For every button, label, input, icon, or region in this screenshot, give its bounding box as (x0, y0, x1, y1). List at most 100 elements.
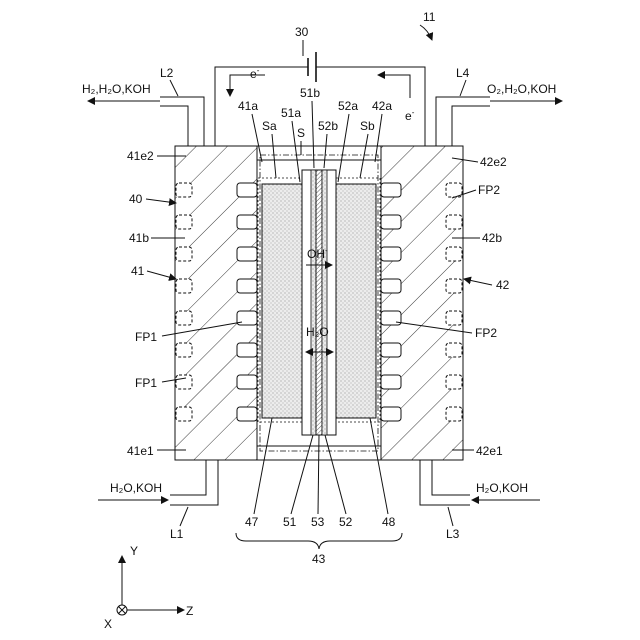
pipe-L2-inner (160, 97, 204, 146)
axis-x-label: X (104, 617, 112, 631)
L1-leader (180, 507, 188, 526)
catalyst-layer-51 (311, 170, 316, 435)
electron-label-right: e- (405, 108, 415, 123)
pipe-label-L3: L3 (446, 527, 460, 541)
label-FP2-a: FP2 (478, 183, 500, 197)
label-FP1-b: FP1 (135, 376, 157, 390)
frame-top-strip (257, 146, 381, 160)
axis-y-label: Y (130, 544, 138, 558)
label-41e1: 41e1 (127, 444, 154, 458)
label-42e2: 42e2 (480, 155, 507, 169)
label-Sa: Sa (262, 119, 277, 133)
pipe-label-L2: L2 (160, 66, 174, 80)
flow-path-slot (237, 375, 257, 389)
wire-right (316, 67, 425, 146)
flow-path-slot-hidden (446, 279, 462, 293)
flow-path-slot-hidden (176, 375, 192, 389)
label-41a: 41a (238, 99, 258, 113)
flow-path-slot-hidden (446, 407, 462, 421)
catalyst-layer-52 (322, 170, 327, 435)
label-51a: 51a (281, 106, 301, 120)
outlet-label-left: H₂,H₂O,KOH (82, 82, 151, 96)
outlet-label-right: O₂,H₂O,KOH (487, 82, 556, 96)
flow-path-slot-hidden (446, 343, 462, 357)
electron-label-left: e- (250, 66, 260, 81)
label-52b: 52b (318, 119, 338, 133)
flow-path-slot (381, 247, 401, 261)
pipe-L4-inner (436, 97, 490, 146)
pipe-L4-outer (452, 106, 490, 146)
brace-43 (236, 533, 402, 549)
flow-path-slot-hidden (446, 375, 462, 389)
leader-42 (464, 279, 492, 285)
electron-arrow-right (378, 75, 410, 98)
label-41e2: 41e2 (127, 149, 154, 163)
label-43: 43 (312, 552, 326, 566)
flow-path-slot (237, 311, 257, 325)
label-52a: 52a (338, 99, 358, 113)
label-51: 51 (283, 515, 297, 529)
label-53: 53 (311, 515, 325, 529)
flow-path-slot (381, 279, 401, 293)
flow-path-slot-hidden (176, 343, 192, 357)
L2-leader (170, 80, 178, 96)
flow-path-slot-hidden (176, 311, 192, 325)
flow-path-slot (237, 247, 257, 261)
leader-41 (147, 271, 176, 279)
flow-path-slot-hidden (446, 183, 462, 197)
flow-path-slot-hidden (176, 215, 192, 229)
flow-path-slot (237, 343, 257, 357)
flow-path-slot-hidden (446, 247, 462, 261)
flow-path-slot-hidden (176, 183, 192, 197)
flow-path-slot-hidden (176, 279, 192, 293)
flow-path-slot (381, 311, 401, 325)
power-source-label: 30 (295, 25, 309, 39)
flow-path-slot-hidden (176, 247, 192, 261)
hydroxide-label: OH- (307, 246, 328, 261)
flow-path-slot-hidden (176, 407, 192, 421)
flow-path-slot (237, 407, 257, 421)
label-41: 41 (131, 264, 145, 278)
label-S: S (297, 126, 305, 140)
flow-path-slot-hidden (446, 215, 462, 229)
flow-path-slot-hidden (446, 311, 462, 325)
flow-path-slot (237, 183, 257, 197)
label-52: 52 (339, 515, 353, 529)
label-FP1-a: FP1 (135, 330, 157, 344)
flow-path-slot (381, 343, 401, 357)
flow-path-slot (381, 183, 401, 197)
pipe-L1-inner (170, 460, 206, 495)
label-48: 48 (382, 515, 396, 529)
flow-path-slot (381, 215, 401, 229)
pipe-label-L1: L1 (170, 527, 184, 541)
water-label: H₂O (306, 325, 329, 339)
L3-leader (448, 507, 453, 526)
flow-path-slot (237, 215, 257, 229)
L4-leader (460, 80, 466, 96)
label-47: 47 (245, 515, 259, 529)
label-42: 42 (496, 278, 510, 292)
pipe-L3-outer (420, 460, 470, 505)
leader-40 (146, 199, 176, 203)
label-42a: 42a (372, 99, 392, 113)
flow-path-slot (237, 279, 257, 293)
label-42e1: 42e1 (476, 444, 503, 458)
membrane-53 (316, 170, 322, 435)
electrode-48 (336, 184, 376, 418)
label-Sb: Sb (360, 119, 375, 133)
pipe-L2-outer (160, 106, 188, 146)
flow-path-slot (381, 375, 401, 389)
figure-ref-label: 11 (423, 10, 436, 24)
axis-z-label: Z (186, 604, 193, 618)
label-40: 40 (129, 192, 143, 206)
label-51b: 51b (300, 86, 320, 100)
inlet-label-left: H₂O,KOH (110, 481, 162, 495)
inlet-label-right: H₂O,KOH (476, 481, 528, 495)
electrode-47 (262, 184, 302, 418)
pipe-L1-outer (170, 460, 218, 505)
pipe-label-L4: L4 (456, 66, 470, 80)
label-42b: 42b (482, 231, 502, 245)
label-FP2-b: FP2 (475, 326, 497, 340)
flow-path-slot (381, 407, 401, 421)
